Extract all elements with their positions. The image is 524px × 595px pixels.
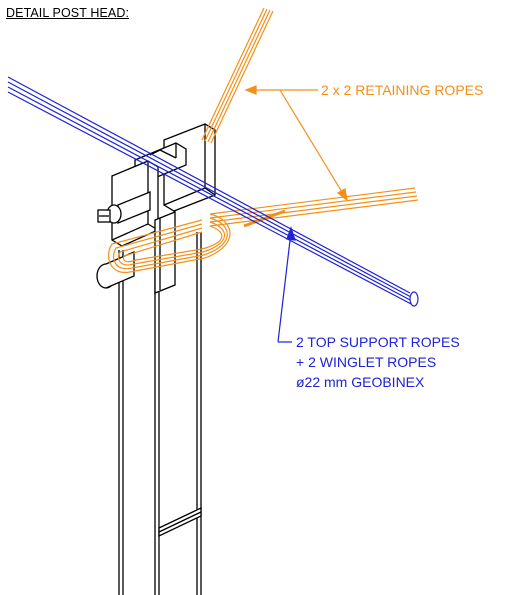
support-ropes [7,76,419,307]
post [118,232,202,595]
support-leader [277,226,296,343]
post-head-fitting [96,123,216,294]
retaining-ropes-label: 2 x 2 RETAINING ROPES [321,82,484,98]
drawing-title: DETAIL POST HEAD: [6,6,130,20]
support-ropes-label-line2: + 2 WINGLET ROPES [296,354,437,370]
retaining-ropes [108,7,419,274]
support-ropes-label-line3: ø22 mm GEOBINEX [296,374,425,390]
support-ropes-label-line1: 2 TOP SUPPORT ROPES [296,334,460,350]
retaining-leader [244,85,348,202]
